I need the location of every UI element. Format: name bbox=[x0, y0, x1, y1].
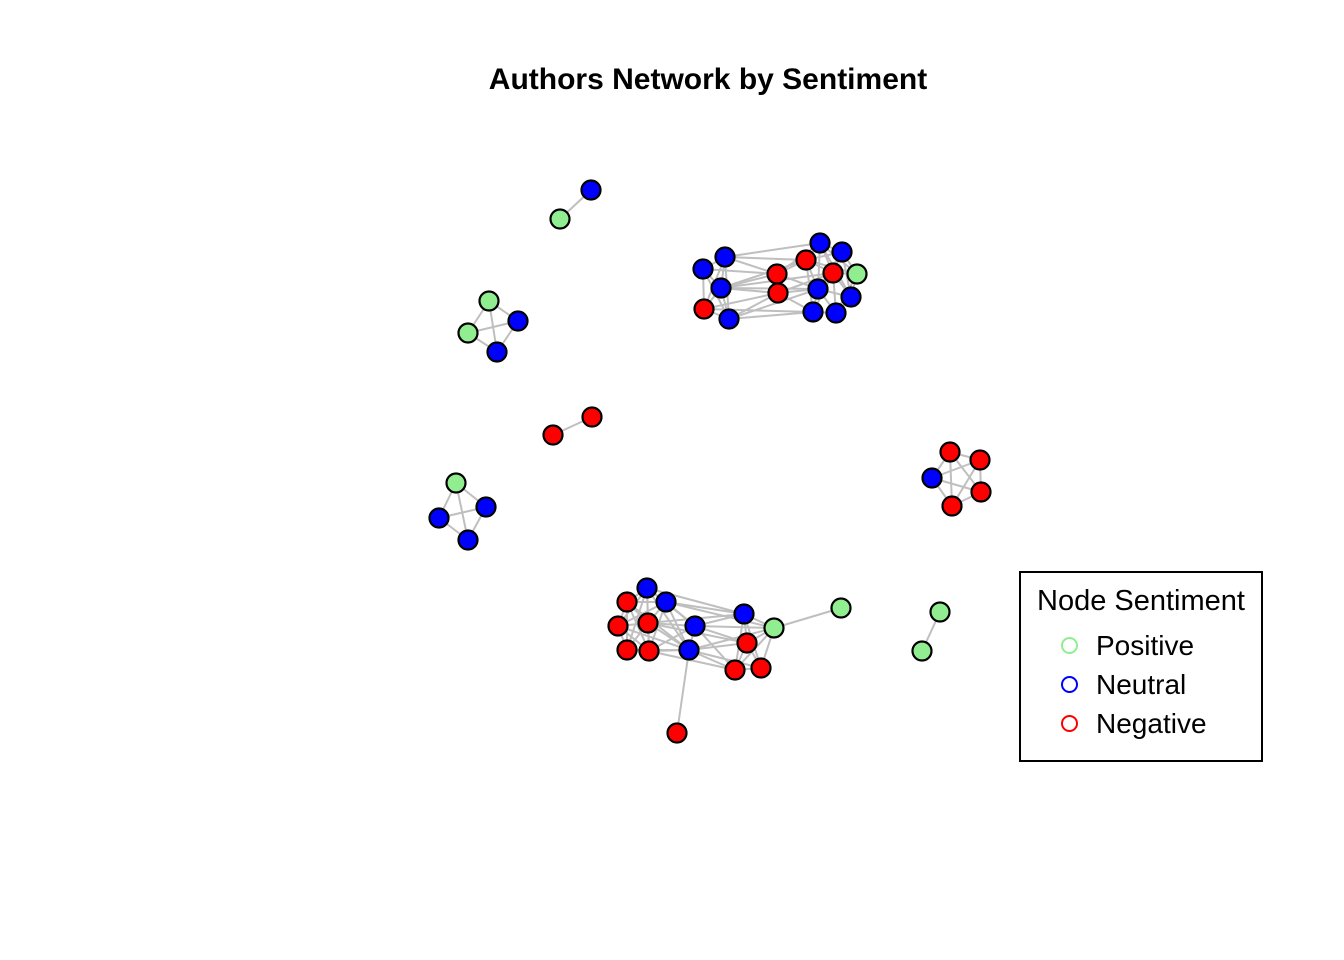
network-edge bbox=[720, 259, 807, 289]
network-edge bbox=[646, 587, 690, 651]
network-node-neutral bbox=[692, 258, 714, 280]
network-edge bbox=[688, 649, 762, 669]
network-node-neutral bbox=[921, 467, 943, 489]
network-node-neutral bbox=[733, 603, 755, 625]
network-node-neutral bbox=[714, 246, 736, 268]
network-node-positive bbox=[549, 208, 571, 230]
network-node-positive bbox=[457, 322, 479, 344]
network-node-neutral bbox=[486, 341, 508, 363]
network-node-positive bbox=[763, 617, 785, 639]
network-node-neutral bbox=[678, 639, 700, 661]
legend-label-neutral: Neutral bbox=[1096, 668, 1187, 700]
network-node-positive bbox=[830, 597, 852, 619]
network-node-neutral bbox=[684, 615, 706, 637]
network-node-negative bbox=[795, 249, 817, 271]
negative-circle-icon bbox=[1061, 715, 1078, 732]
network-node-negative bbox=[766, 263, 788, 285]
network-node-neutral bbox=[507, 310, 529, 332]
network-edge bbox=[626, 587, 648, 651]
network-node-neutral bbox=[840, 286, 862, 308]
network-node-positive bbox=[929, 601, 951, 623]
network-node-negative bbox=[616, 591, 638, 613]
network-edge bbox=[648, 650, 736, 671]
network-node-positive bbox=[846, 263, 868, 285]
network-node-positive bbox=[445, 472, 467, 494]
network-node-negative bbox=[724, 659, 746, 681]
network-node-positive bbox=[478, 290, 500, 312]
network-node-negative bbox=[939, 441, 961, 463]
network-node-negative bbox=[607, 615, 629, 637]
chart-title: Authors Network by Sentiment bbox=[488, 63, 928, 96]
legend-title: Node Sentiment bbox=[1037, 585, 1245, 617]
network-node-neutral bbox=[807, 278, 829, 300]
network-node-neutral bbox=[831, 241, 853, 263]
network-node-negative bbox=[637, 612, 659, 634]
legend: Node Sentiment Positive Neutral Negative bbox=[1019, 571, 1263, 762]
network-node-negative bbox=[581, 406, 603, 428]
network-edge bbox=[703, 292, 779, 310]
legend-item-negative: Negative bbox=[1021, 704, 1261, 743]
network-node-neutral bbox=[475, 496, 497, 518]
network-node-negative bbox=[822, 262, 844, 284]
network-edge bbox=[724, 256, 807, 261]
network-edge bbox=[703, 308, 814, 313]
neutral-circle-icon bbox=[1061, 676, 1078, 693]
network-node-negative bbox=[767, 282, 789, 304]
legend-label-positive: Positive bbox=[1096, 629, 1195, 661]
network-node-neutral bbox=[802, 301, 824, 323]
network-node-neutral bbox=[636, 577, 658, 599]
network-edge bbox=[728, 311, 814, 320]
network-node-negative bbox=[542, 424, 564, 446]
network-node-neutral bbox=[825, 302, 847, 324]
legend-item-neutral: Neutral bbox=[1021, 665, 1261, 704]
network-edge bbox=[665, 601, 745, 615]
network-edge bbox=[724, 242, 821, 258]
network-node-negative bbox=[941, 495, 963, 517]
legend-item-positive: Positive bbox=[1021, 626, 1261, 665]
network-node-neutral bbox=[428, 507, 450, 529]
network-edge bbox=[694, 625, 775, 629]
network-edge bbox=[676, 649, 690, 734]
network-node-neutral bbox=[710, 277, 732, 299]
network-node-neutral bbox=[809, 232, 831, 254]
network-node-negative bbox=[750, 657, 772, 679]
network-node-neutral bbox=[718, 308, 740, 330]
network-node-negative bbox=[693, 298, 715, 320]
network-node-neutral bbox=[457, 529, 479, 551]
network-node-negative bbox=[666, 722, 688, 744]
network-node-neutral bbox=[655, 591, 677, 613]
positive-circle-icon bbox=[1061, 637, 1078, 654]
legend-label-negative: Negative bbox=[1096, 707, 1207, 739]
network-node-negative bbox=[969, 449, 991, 471]
network-edge bbox=[617, 625, 690, 651]
network-edge bbox=[728, 288, 819, 320]
network-node-positive bbox=[911, 640, 933, 662]
network-node-negative bbox=[970, 481, 992, 503]
network-node-negative bbox=[638, 640, 660, 662]
legend-items: Positive Neutral Negative bbox=[1021, 626, 1261, 743]
network-node-negative bbox=[736, 632, 758, 654]
network-edge bbox=[688, 627, 775, 651]
network-edge bbox=[773, 607, 842, 629]
network-edge bbox=[665, 601, 775, 629]
network-node-neutral bbox=[580, 179, 602, 201]
network-node-negative bbox=[616, 639, 638, 661]
